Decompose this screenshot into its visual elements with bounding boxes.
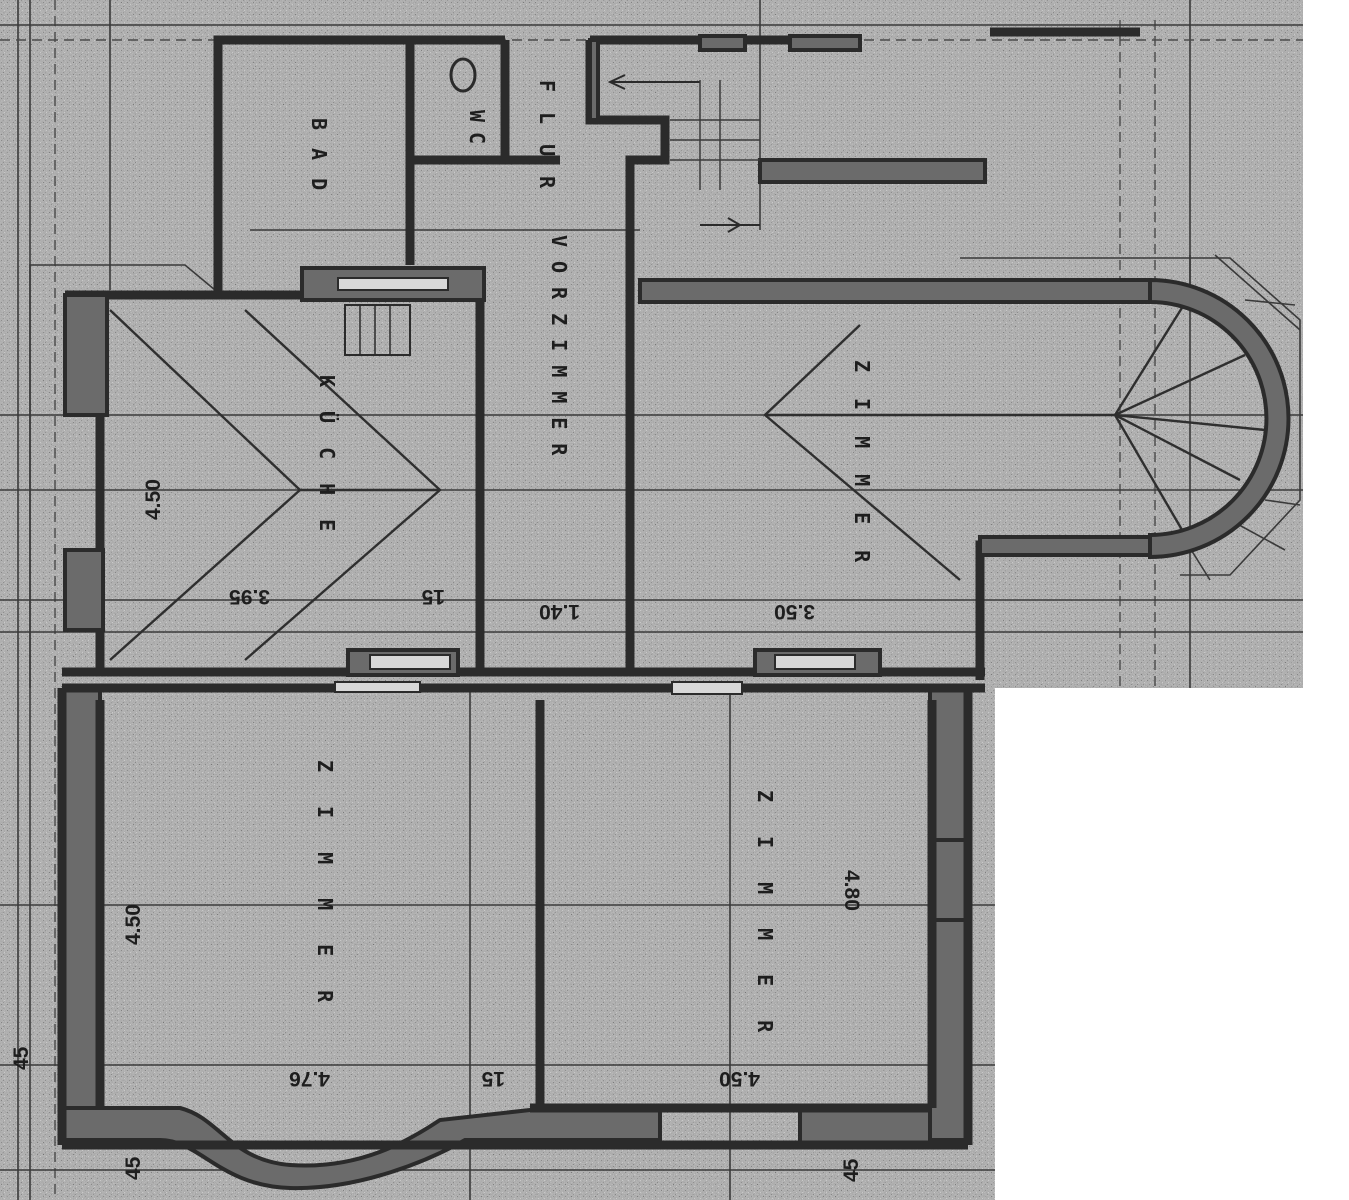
label-wc: WC — [465, 110, 489, 154]
label-vorzimmer: VORZIMMER — [547, 235, 571, 469]
lower-walls — [57, 683, 985, 1150]
dim-left-edge: 45 — [10, 1046, 33, 1070]
label-flur: FLUR — [535, 80, 559, 208]
dim-vorzimmer: 1.40 — [539, 600, 580, 623]
label-zimmer-se: ZIMMER — [753, 790, 777, 1066]
dim-bottom-right: 45 — [840, 1158, 863, 1182]
wall-fills — [60, 34, 1291, 1191]
roof-hip-lines — [109, 294, 1266, 661]
window-marks — [334, 57, 856, 695]
dim-zimmer-se-depth: 4.50 — [719, 1067, 760, 1090]
room-labels: BAD WC FLUR KÜCHE VORZIMMER ZIMMER ZIMME… — [307, 80, 874, 1066]
dim-zimmer-ne: 3.50 — [774, 600, 815, 623]
dim-zimmer-sw-width: 4.50 — [122, 904, 145, 945]
label-zimmer-sw: ZIMMER — [313, 760, 337, 1036]
label-kueche: KÜCHE — [315, 375, 339, 555]
dim-zimmer-sw-door: 15 — [481, 1067, 505, 1090]
dim-kueche-width: 4.50 — [142, 479, 165, 520]
dim-zimmer-sw-depth: 4.76 — [289, 1067, 330, 1090]
label-zimmer-ne: ZIMMER — [850, 360, 874, 588]
dim-kueche-depth: 3.95 — [229, 585, 270, 608]
dimension-labels: 4.50 3.95 15 1.40 3.50 4.50 4.76 15 4.80… — [10, 479, 863, 1182]
dim-kueche-door: 15 — [421, 585, 445, 608]
dim-zimmer-se-width: 4.80 — [840, 870, 863, 911]
dim-bottom-left: 45 — [122, 1156, 145, 1180]
label-bad: BAD — [307, 118, 331, 208]
